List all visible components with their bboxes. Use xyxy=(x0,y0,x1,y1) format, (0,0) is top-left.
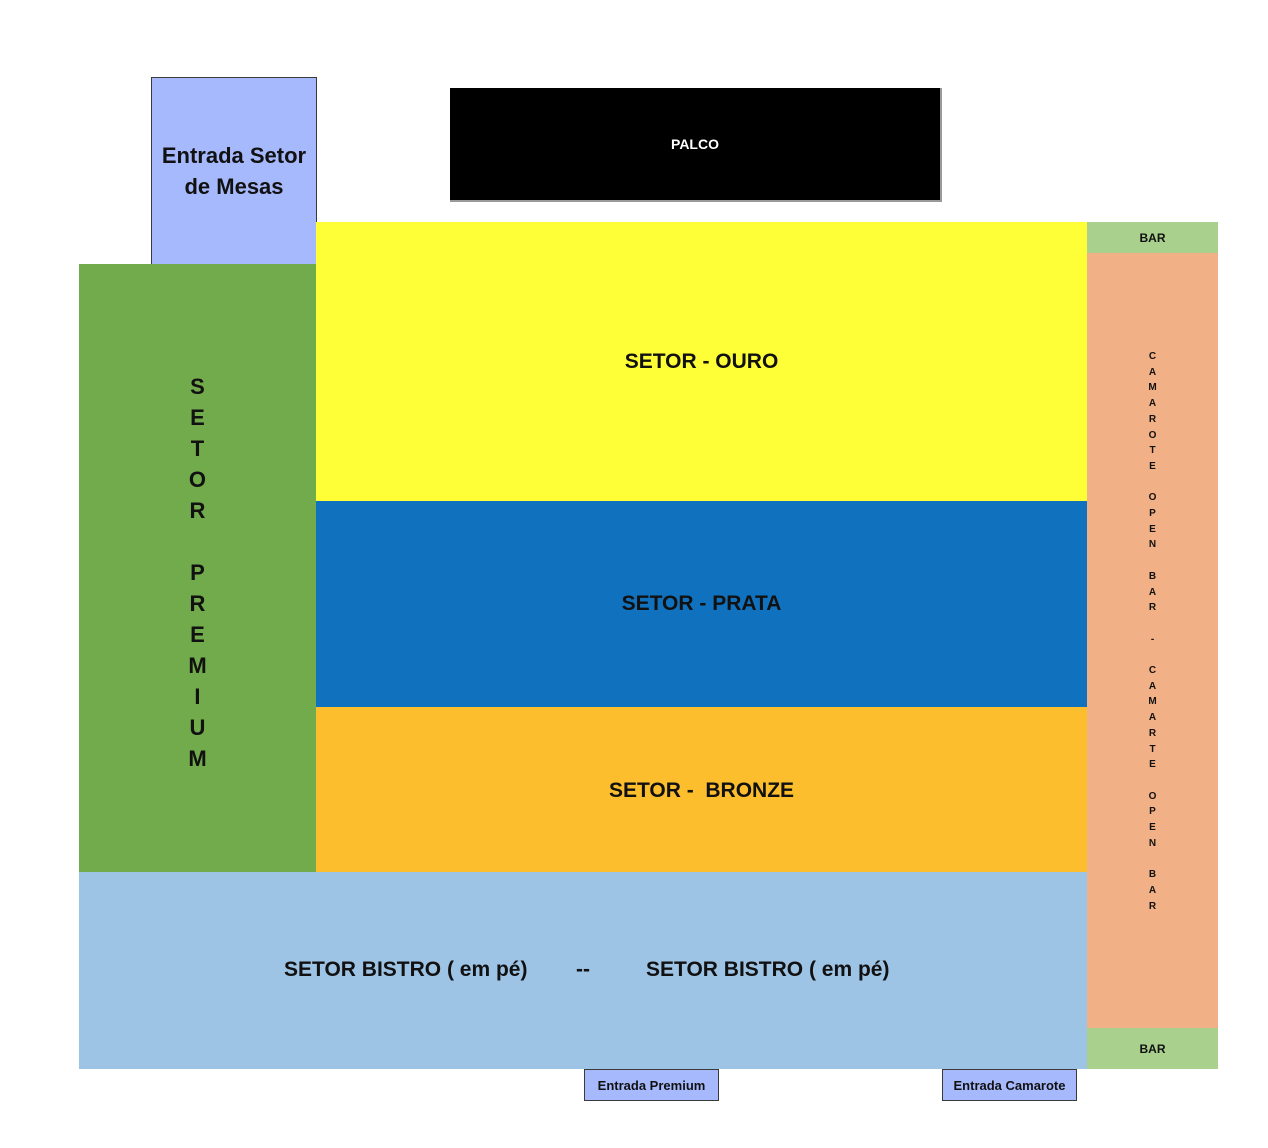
bar-top-label: BAR xyxy=(1139,230,1166,245)
bar-bottom-area: BAR xyxy=(1087,1028,1218,1069)
setor-bistro-area: SETOR BISTRO ( em pé) -- SETOR BISTRO ( … xyxy=(79,872,1087,1069)
setor-ouro-label: SETOR - OURO xyxy=(624,350,779,373)
setor-bronze-area: SETOR - BRONZE xyxy=(316,707,1087,872)
bar-top-area: BAR xyxy=(1087,222,1218,253)
entrada-camarote-label: Entrada Camarote xyxy=(953,1077,1066,1093)
setor-premium-area: S E T O R P R E M I U M xyxy=(79,264,316,872)
setor-bistro-label-left: SETOR BISTRO ( em pé) xyxy=(284,958,528,981)
bar-bottom-label: BAR xyxy=(1139,1041,1166,1056)
palco-stage: PALCO xyxy=(450,88,942,202)
setor-prata-area: SETOR - PRATA xyxy=(316,501,1087,707)
setor-bistro-label-right: SETOR BISTRO ( em pé) xyxy=(646,958,890,981)
setor-prata-label: SETOR - PRATA xyxy=(621,592,782,615)
entrada-camarote-area: Entrada Camarote xyxy=(942,1069,1077,1101)
entrada-setor-mesas-label: Entrada Setor de Mesas xyxy=(161,143,307,199)
entrada-premium-label: Entrada Premium xyxy=(597,1077,706,1093)
setor-premium-label: S E T O R P R E M I U M xyxy=(188,374,207,771)
setor-bistro-label-row: SETOR BISTRO ( em pé) -- SETOR BISTRO ( … xyxy=(79,958,1087,988)
palco-label: PALCO xyxy=(671,136,719,152)
entrada-premium-area: Entrada Premium xyxy=(584,1069,719,1101)
entrada-setor-mesas-area: Entrada Setor de Mesas xyxy=(151,77,317,265)
setor-bistro-separator: -- xyxy=(576,958,590,981)
camarote-open-bar-area: C A M A R O T E O P E N B A R - C A M A … xyxy=(1087,253,1218,1028)
setor-ouro-area: SETOR - OURO xyxy=(316,222,1087,501)
setor-bronze-label: SETOR - BRONZE xyxy=(608,778,795,802)
camarote-open-bar-label: C A M A R O T E O P E N B A R - C A M A … xyxy=(1148,351,1157,912)
